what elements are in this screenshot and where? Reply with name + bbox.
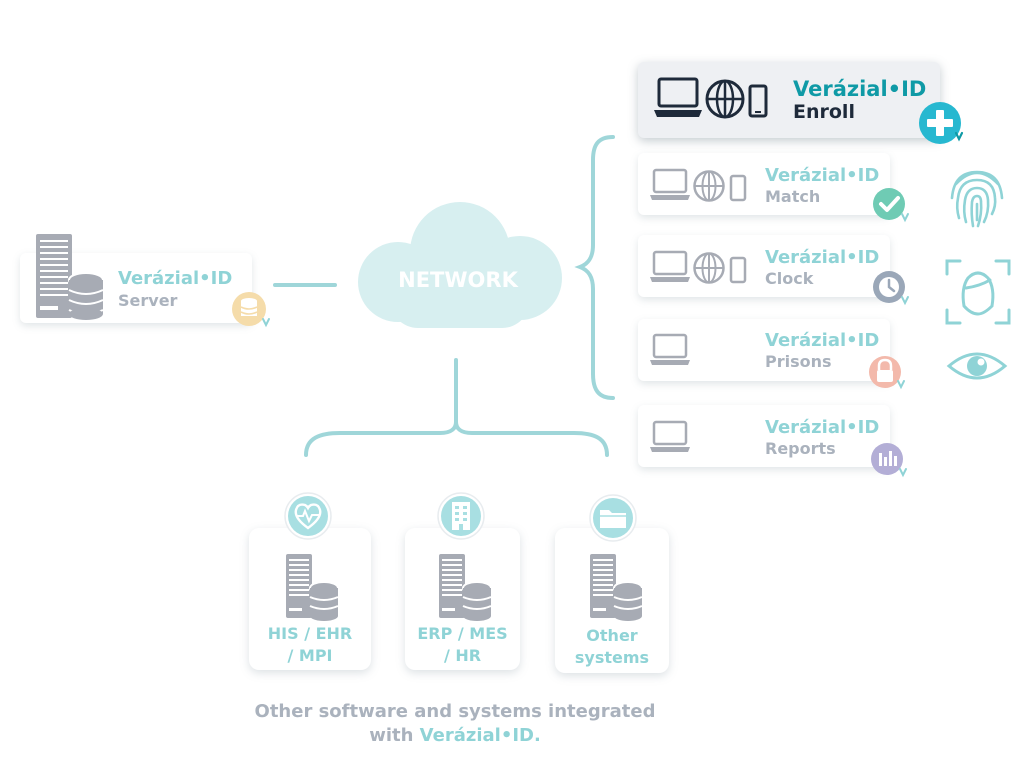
- server-rack-icon: [36, 234, 104, 320]
- app-card-clock[interactable]: Verázial•ID Clock: [638, 235, 890, 297]
- phone-icon: [729, 256, 747, 284]
- database-badge-icon: [232, 292, 270, 328]
- globe-icon: [705, 79, 745, 119]
- server-rack-icon: [590, 554, 643, 621]
- caption-prefix: with: [369, 725, 420, 746]
- globe-icon: [693, 252, 725, 284]
- server-label: Server: [118, 291, 178, 310]
- building-icon: [437, 492, 485, 540]
- app-label: Enroll: [793, 101, 855, 123]
- check-icon[interactable]: [872, 187, 914, 225]
- app-brand: Verázial•ID: [765, 247, 880, 268]
- app-label: Reports: [765, 439, 836, 458]
- caption-line-2: with Verázial•ID.: [220, 724, 690, 748]
- eye-icon: [946, 352, 1008, 380]
- app-label: Match: [765, 187, 821, 206]
- laptop-icon: [650, 333, 690, 365]
- folder-icon: [589, 494, 637, 542]
- app-card-match[interactable]: Verázial•ID Match: [638, 153, 890, 215]
- server-brand: Verázial•ID: [118, 268, 233, 289]
- integration-caption: Other software and systems integrated wi…: [220, 700, 690, 748]
- system-label: HIS / EHR / MPI: [267, 624, 353, 665]
- system-label: Other systems: [574, 626, 650, 667]
- clock-icon[interactable]: [872, 270, 914, 308]
- network-label: NETWORK: [398, 268, 518, 292]
- server-rack-icon: [286, 554, 339, 621]
- phone-icon: [729, 174, 747, 202]
- laptop-icon: [650, 168, 690, 200]
- lock-icon[interactable]: [868, 355, 910, 393]
- app-brand: Verázial•ID: [765, 330, 880, 351]
- caption-line-1: Other software and systems integrated: [254, 701, 656, 722]
- face-scan-icon: [945, 259, 1011, 325]
- app-card-enroll[interactable]: Verázial•ID Enroll: [638, 62, 940, 138]
- server-rack-icon: [439, 554, 492, 621]
- heart-pulse-icon: [284, 492, 332, 540]
- app-label: Clock: [765, 269, 814, 288]
- bar-chart-icon[interactable]: [870, 442, 912, 480]
- caption-brand: Verázial•ID.: [419, 725, 541, 746]
- app-card-reports[interactable]: Verázial•ID Reports: [638, 405, 890, 467]
- app-card-prisons[interactable]: Verázial•ID Prisons: [638, 319, 890, 381]
- laptop-icon: [650, 250, 690, 282]
- app-brand: Verázial•ID: [765, 417, 880, 438]
- app-brand: Verázial•ID: [793, 77, 927, 101]
- system-label: ERP / MES / HR: [417, 624, 508, 665]
- laptop-icon: [654, 77, 702, 117]
- globe-icon: [693, 170, 725, 202]
- app-brand: Verázial•ID: [765, 165, 880, 186]
- plus-icon[interactable]: [918, 101, 970, 147]
- laptop-icon: [650, 420, 690, 452]
- fingerprint-icon: [950, 170, 1004, 228]
- app-label: Prisons: [765, 352, 832, 371]
- network-cloud-icon: [358, 202, 562, 328]
- phone-icon: [748, 84, 768, 118]
